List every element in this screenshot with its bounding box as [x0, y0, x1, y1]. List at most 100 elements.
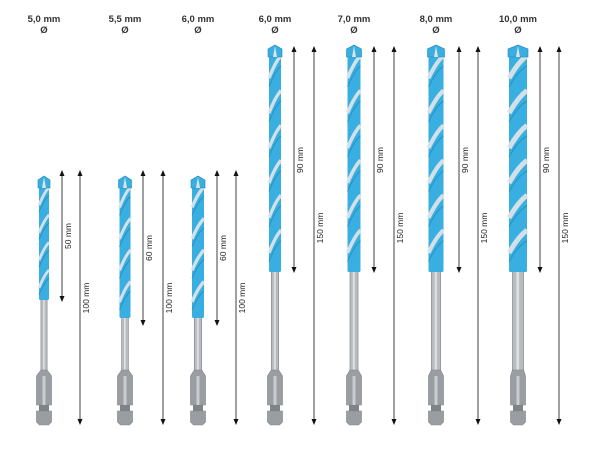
spiral-land [426, 88, 445, 115]
spiral-edge [347, 100, 361, 123]
drill-bit-4 [267, 44, 283, 426]
spiral-edge [508, 170, 528, 192]
shank-highlight [273, 268, 276, 372]
total-length-arrow-2 [160, 170, 166, 425]
hex-tip [428, 410, 444, 426]
diameter-value: 6,0 mm [258, 14, 292, 25]
total-length-arrow-3 [233, 170, 239, 425]
spiral-edge [119, 290, 131, 311]
total-length-arrow-4-head-top [311, 46, 317, 52]
spiral-edge [191, 290, 205, 311]
spiral-land [267, 159, 283, 184]
hex-facet [434, 376, 438, 405]
shank-highlight [123, 314, 126, 372]
flute-length-arrow-5 [371, 46, 377, 273]
drill-bit-1 [36, 175, 52, 426]
spiral-edge [191, 227, 205, 247]
spiral-land [506, 193, 529, 220]
tip-edge [352, 46, 356, 57]
hex-groove [39, 405, 49, 411]
flute-length-label-5: 90 mm [375, 146, 385, 173]
spiral-land [426, 228, 445, 254]
diameter-value: 5,5 mm [108, 14, 142, 25]
spiral-edge [347, 65, 361, 88]
total-length-arrow-7 [556, 46, 562, 425]
total-length-arrow-4-head-bottom [311, 419, 317, 425]
spiral-land [118, 248, 132, 272]
flute-length-arrow-7-head-top [537, 46, 543, 52]
spiral-edge [347, 205, 361, 227]
spiral-edge [191, 259, 205, 279]
spiral-edge [38, 277, 50, 295]
hex-groove [120, 405, 130, 411]
spiral-edge [428, 135, 444, 158]
spiral-land [426, 158, 445, 184]
diameter-value: 8,0 mm [419, 14, 453, 25]
flute-length-label-6: 90 mm [460, 146, 470, 173]
diameter-value: 7,0 mm [337, 14, 371, 25]
hex-groove [431, 405, 441, 411]
total-length-arrow-2-head-bottom [160, 419, 166, 425]
spiral-land [345, 89, 362, 114]
spiral-land [506, 158, 529, 185]
total-length-arrow-5 [391, 46, 397, 425]
diameter-symbol: Ø [271, 25, 279, 36]
flute-length-arrow-3-head-bottom [214, 320, 220, 326]
flute-length-arrow-4 [291, 46, 297, 273]
spiral-edge [508, 205, 528, 227]
spiral-edge [268, 240, 282, 262]
flute-length-arrow-3-head-top [214, 170, 220, 176]
total-length-arrow-5-head-bottom [391, 419, 397, 425]
spiral-edge [347, 240, 361, 262]
total-length-arrow-6-head-top [475, 46, 481, 52]
shank-highlight [196, 314, 199, 372]
spiral-edge [119, 259, 131, 279]
diameter-value: 5,0 mm [27, 14, 61, 25]
spiral-edge [38, 250, 50, 268]
spiral-land [118, 217, 132, 240]
spiral-edge [119, 227, 131, 247]
diameter-symbol: Ø [194, 25, 202, 36]
total-length-label-2: 100 mm [164, 282, 174, 313]
spiral-edge [508, 240, 528, 262]
flute-length-arrow-4-head-top [291, 46, 297, 52]
spiral-edge [428, 100, 444, 123]
drill-bit-5 [345, 44, 362, 426]
hex-groove [349, 405, 359, 411]
shank-highlight [516, 268, 520, 372]
spiral-edge [428, 240, 444, 262]
hex-facet [273, 376, 277, 405]
total-length-arrow-3-head-top [233, 170, 239, 176]
flute-length-arrow-2-head-top [140, 170, 146, 176]
drill-bit-2 [117, 175, 133, 426]
diameter-symbol: Ø [121, 25, 129, 36]
hex-groove [193, 405, 203, 411]
hex-tip [117, 410, 133, 426]
flute-length-label-3: 60 mm [218, 235, 228, 261]
spiral-land [267, 229, 283, 254]
hex-facet [42, 376, 46, 405]
spiral-edge [38, 222, 50, 240]
flute-length-label-7: 90 mm [541, 146, 551, 173]
total-length-label-3: 100 mm [237, 282, 247, 313]
total-length-label-1: 100 mm [81, 282, 91, 313]
flute-length-arrow-1-head-bottom [59, 296, 65, 302]
drill-bit-3 [190, 175, 206, 426]
spiral-edge [508, 100, 528, 123]
hex-tip [36, 410, 52, 426]
spiral-edge [268, 135, 282, 157]
total-length-arrow-6 [475, 46, 481, 425]
hex-facet [516, 376, 520, 405]
flute-length-arrow-1-head-top [59, 170, 65, 176]
flute-length-arrow-7 [537, 46, 543, 273]
tip-edge [273, 46, 277, 57]
total-length-arrow-1-head-top [77, 170, 83, 176]
spiral-land [506, 88, 529, 115]
spiral-edge [428, 170, 444, 192]
flute-length-label-1: 50 mm [63, 223, 73, 249]
hex-groove [270, 405, 280, 411]
